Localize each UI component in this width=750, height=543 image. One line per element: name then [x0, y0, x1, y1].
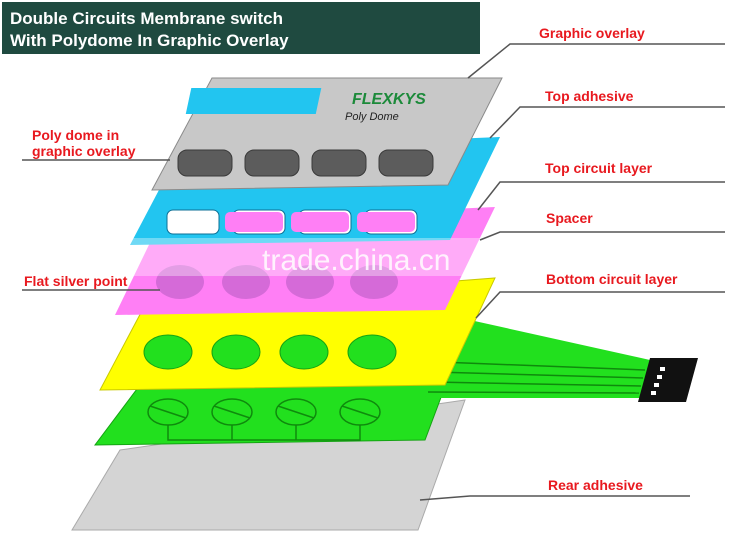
label-spacer: Spacer: [546, 210, 593, 226]
label-bottom-circuit-layer: Bottom circuit layer: [546, 271, 678, 287]
label-top-circuit-layer: Top circuit layer: [545, 160, 653, 176]
label-top-adhesive: Top adhesive: [545, 88, 634, 104]
overlay-display-window: [186, 88, 322, 114]
label-graphic-overlay: Graphic overlay: [539, 25, 645, 41]
title-line-2: With Polydome In Graphic Overlay: [10, 31, 289, 50]
label-poly-dome-line-1: Poly dome in: [32, 127, 119, 143]
label-rear-adhesive: Rear adhesive: [548, 477, 643, 493]
title-line-1: Double Circuits Membrane switch: [10, 9, 283, 28]
label-poly-dome-line-2: graphic overlay: [32, 143, 136, 159]
label-flat-silver-point: Flat silver point: [24, 273, 128, 289]
watermark: trade.china.cn: [262, 244, 450, 277]
spacer-visible-in-cutouts: [225, 212, 415, 232]
overlay-brand-subtitle: Poly Dome: [345, 111, 399, 123]
overlay-brand: FLEXKYS: [352, 91, 426, 108]
